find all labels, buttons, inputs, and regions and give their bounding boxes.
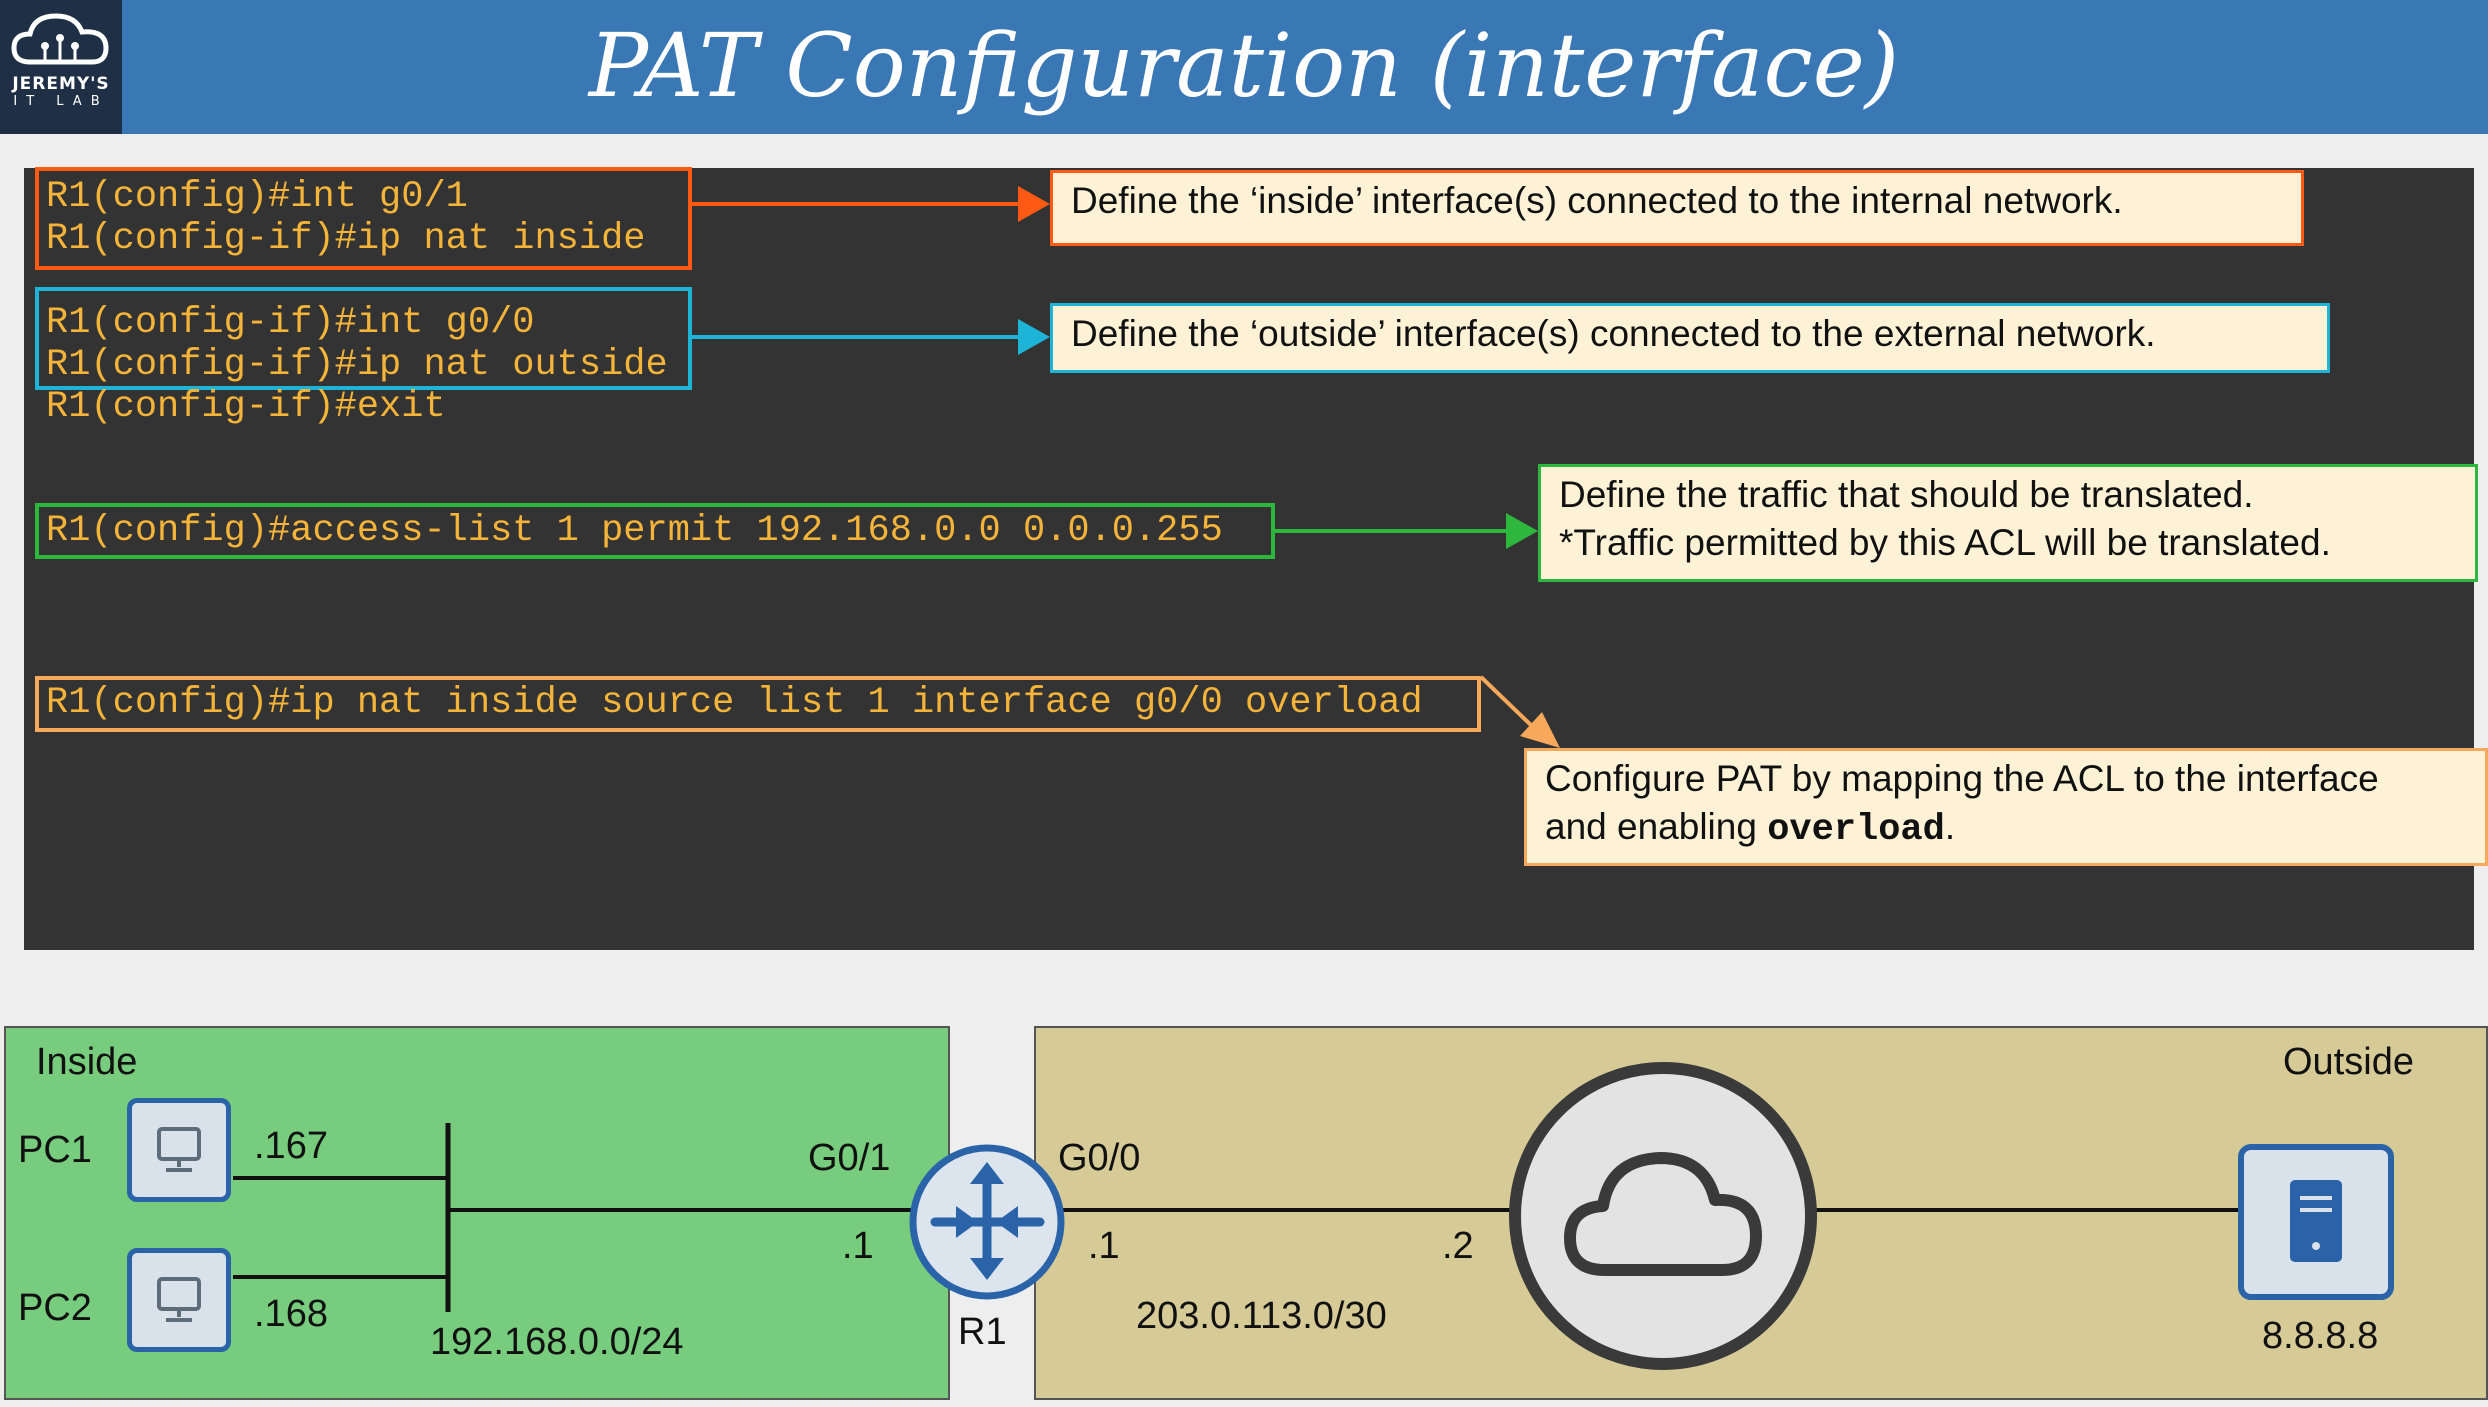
r1-inside-ip: .1: [842, 1225, 874, 1267]
server-ip: 8.8.8.8: [2262, 1315, 2379, 1357]
pc2-ip: .168: [254, 1293, 328, 1335]
outside-subnet: 203.0.113.0/30: [1136, 1295, 1387, 1337]
r1-label: R1: [958, 1311, 1007, 1353]
cloud-logo-icon: [11, 13, 109, 65]
logo: [0, 0, 122, 134]
r1-g01-label: G0/1: [808, 1137, 891, 1179]
cli-line: R1(config-if)#exit: [46, 386, 446, 428]
cli-line: R1(config)#int g0/1: [46, 176, 468, 218]
note-inside-text: Define the ‘inside’ interface(s) connect…: [1071, 180, 2123, 221]
outside-command-box: [35, 287, 692, 390]
arrowhead-outside: [1018, 319, 1050, 355]
title-bar: [0, 0, 2488, 134]
router-icon[interactable]: [909, 1144, 1065, 1300]
cloud-icon[interactable]: [1509, 1062, 1817, 1370]
cli-line: R1(config)#ip nat inside source list 1 i…: [46, 682, 1423, 724]
outside-zone-label: Outside: [2283, 1041, 2414, 1083]
note-pat-line2-pre: and enabling: [1545, 806, 1768, 847]
note-pat: Configure PAT by mapping the ACL to the …: [1524, 748, 2488, 866]
note-pat-line2: and enabling overload.: [1545, 803, 2467, 854]
note-inside: Define the ‘inside’ interface(s) connect…: [1050, 170, 2304, 246]
acl-command-box: [35, 503, 1275, 559]
pc-icon: [157, 1277, 201, 1322]
arrowhead-acl: [1506, 513, 1538, 549]
pc2[interactable]: [127, 1248, 231, 1352]
cli-line: R1(config-if)#ip nat outside: [46, 344, 668, 386]
page-title: PAT Configuration (interface): [588, 14, 1900, 117]
arrowhead-inside: [1018, 186, 1050, 222]
inside-command-box: [35, 167, 692, 270]
r1-g00-label: G0/0: [1058, 1137, 1141, 1179]
note-outside-text: Define the ‘outside’ interface(s) connec…: [1071, 313, 2156, 354]
logo-subtext: IT LAB: [13, 94, 109, 109]
note-pat-keyword: overload: [1767, 809, 1945, 851]
isp-ip: .2: [1442, 1225, 1474, 1267]
inside-subnet: 192.168.0.0/24: [430, 1321, 684, 1363]
arrowhead-pat: [1520, 712, 1560, 748]
note-acl: Define the traffic that should be transl…: [1538, 464, 2478, 582]
inside-zone-label: Inside: [36, 1041, 138, 1083]
arrow-pat: [1479, 675, 1536, 730]
pc-icon: [157, 1127, 201, 1172]
cli-line: R1(config-if)#int g0/0: [46, 302, 535, 344]
note-acl-line2: *Traffic permitted by this ACL will be t…: [1559, 522, 2331, 563]
pc1[interactable]: [127, 1098, 231, 1202]
pc1-label: PC1: [18, 1129, 92, 1171]
note-outside: Define the ‘outside’ interface(s) connec…: [1050, 303, 2330, 373]
logo-text: JEREMY'S: [12, 74, 110, 94]
note-pat-line1: Configure PAT by mapping the ACL to the …: [1545, 758, 2379, 799]
pc2-label: PC2: [18, 1287, 92, 1329]
pc1-ip: .167: [254, 1125, 328, 1167]
cli-line: R1(config-if)#ip nat inside: [46, 218, 646, 260]
r1-outside-ip: .1: [1088, 1225, 1120, 1267]
note-acl-line1: Define the traffic that should be transl…: [1559, 474, 2254, 515]
server-icon[interactable]: [2238, 1144, 2394, 1300]
cli-line: R1(config)#access-list 1 permit 192.168.…: [46, 510, 1223, 552]
pat-command-box: [35, 676, 1481, 732]
note-pat-line2-post: .: [1944, 806, 1956, 847]
